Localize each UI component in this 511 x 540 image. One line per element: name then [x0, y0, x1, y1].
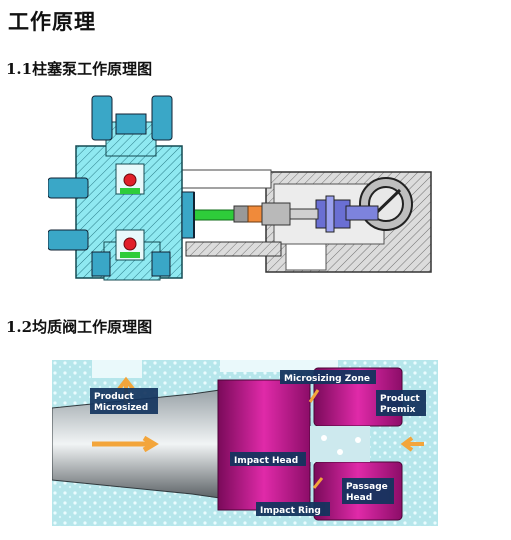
label-product-premix-1: Product — [380, 394, 420, 404]
label-impact-head: Impact Head — [234, 456, 298, 466]
label-microsizing-zone: Microsizing Zone — [284, 374, 370, 384]
section-title-plunger-pump: 1.1柱塞泵工作原理图 — [6, 60, 153, 78]
plunger-pump-diagram — [48, 95, 432, 281]
label-passage-head-2: Head — [346, 493, 372, 503]
label-product-microsized-1: Product — [94, 392, 134, 402]
label-product-premix-2: Premix — [380, 405, 416, 415]
homogenizing-valve-diagram: Product Microsized Microsizing Zone Prod… — [52, 360, 438, 526]
label-passage-head-1: Passage — [346, 482, 388, 492]
label-impact-ring: Impact Ring — [260, 506, 321, 516]
section-title-homogenizing-valve: 1.2均质阀工作原理图 — [6, 318, 153, 336]
page-title: 工作原理 — [8, 9, 96, 34]
label-product-microsized-2: Microsized — [94, 403, 148, 413]
